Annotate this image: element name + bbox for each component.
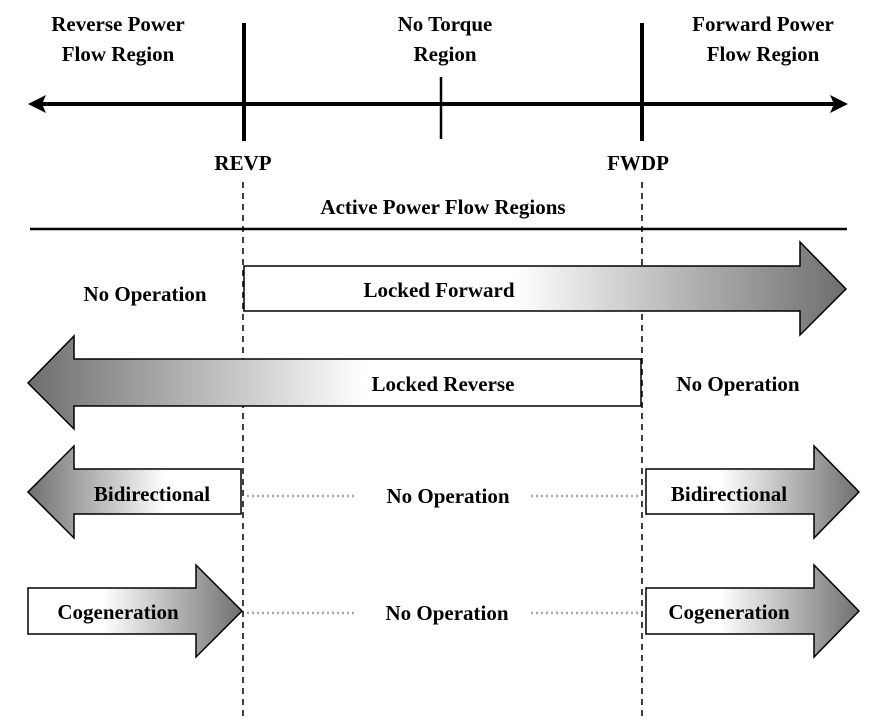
bidirectional-row: Bidirectional No Operation Bidirectional bbox=[26, 444, 861, 540]
reverse-region-label-line2: Flow Region bbox=[62, 42, 175, 66]
revp-label: REVP bbox=[214, 151, 271, 175]
locked-reverse-arrow bbox=[26, 334, 642, 431]
section-title: Active Power Flow Regions bbox=[320, 195, 565, 219]
forward-region-label-line1: Forward Power bbox=[692, 12, 834, 36]
locked-forward-row: No Operation Locked Forward bbox=[83, 240, 848, 337]
cogeneration-right-label: Cogeneration bbox=[668, 600, 790, 624]
no-torque-region-label-line1: No Torque bbox=[398, 12, 493, 36]
cogeneration-row: Cogeneration No Operation Cogeneration bbox=[27, 563, 861, 659]
bidirectional-right-arrow bbox=[645, 444, 861, 540]
locked-forward-no-operation-label: No Operation bbox=[83, 282, 206, 306]
bidirectional-no-operation-label: No Operation bbox=[386, 484, 509, 508]
cogeneration-left-arrow bbox=[27, 563, 244, 659]
power-axis bbox=[28, 95, 848, 113]
cogeneration-left-label: Cogeneration bbox=[57, 600, 179, 624]
bidirectional-left-arrow bbox=[26, 444, 242, 540]
no-torque-region-label-line2: Region bbox=[414, 42, 477, 66]
locked-forward-label: Locked Forward bbox=[363, 278, 514, 302]
locked-reverse-label: Locked Reverse bbox=[372, 372, 515, 396]
fwdp-label: FWDP bbox=[607, 151, 669, 175]
locked-reverse-no-operation-label: No Operation bbox=[676, 372, 799, 396]
locked-forward-arrow bbox=[243, 240, 848, 337]
cogeneration-no-operation-label: No Operation bbox=[385, 601, 508, 625]
locked-reverse-row: Locked Reverse No Operation bbox=[26, 334, 800, 431]
forward-region-label-line2: Flow Region bbox=[707, 42, 820, 66]
cogeneration-right-arrow bbox=[645, 563, 861, 659]
bidirectional-right-label: Bidirectional bbox=[671, 482, 787, 506]
reverse-region-label-line1: Reverse Power bbox=[51, 12, 185, 36]
bidirectional-left-label: Bidirectional bbox=[94, 482, 210, 506]
